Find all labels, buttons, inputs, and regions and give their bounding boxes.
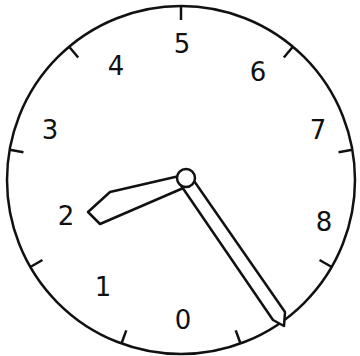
tick-mark <box>10 150 24 152</box>
clock-numeral: 4 <box>108 53 125 79</box>
tick-mark <box>339 150 353 152</box>
tick-mark <box>284 47 293 58</box>
clock-numeral: 5 <box>174 31 191 57</box>
tick-mark <box>236 330 241 343</box>
clock-numeral: 7 <box>310 117 327 143</box>
tick-mark <box>69 47 78 58</box>
tick-mark <box>320 260 332 267</box>
hour-hand <box>88 174 188 224</box>
center-pin <box>177 169 195 187</box>
clock-numeral: 0 <box>175 307 192 333</box>
tick-mark <box>30 260 42 267</box>
clock-numeral: 1 <box>95 274 112 300</box>
clock-numeral: 8 <box>316 209 333 235</box>
tick-mark <box>121 330 126 343</box>
minute-hand <box>180 178 285 326</box>
clock-numeral: 6 <box>250 59 267 85</box>
clock-numeral: 2 <box>58 203 75 229</box>
clock-numeral: 3 <box>42 117 59 143</box>
tick-marks <box>10 6 353 344</box>
clock-rim <box>7 6 355 354</box>
tick-mark <box>180 6 183 20</box>
